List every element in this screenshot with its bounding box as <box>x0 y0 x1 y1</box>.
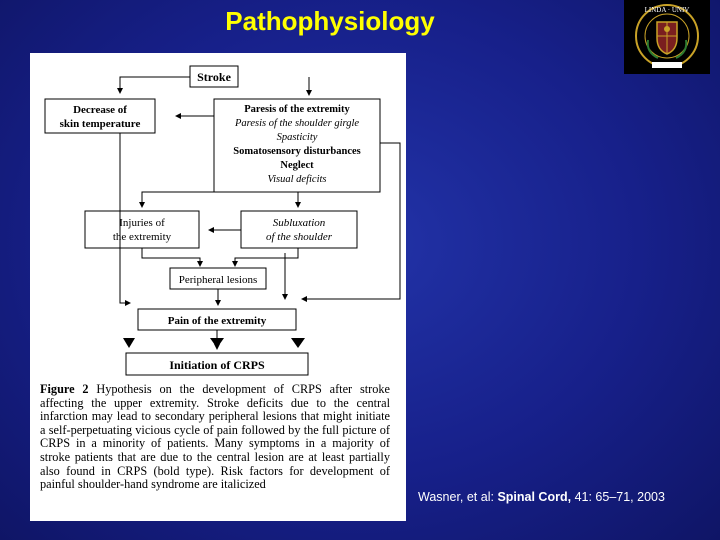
connector <box>139 191 214 208</box>
connector <box>301 133 401 302</box>
skin-label-line: skin temperature <box>60 118 141 130</box>
paresis-line: Somatosensory disturbances <box>233 146 360 157</box>
skin-label-line: Decrease of <box>73 104 127 116</box>
citation-ref: 41: 65–71, 2003 <box>574 490 665 504</box>
skin-temperature-box <box>44 98 156 134</box>
stroke-label: Stroke <box>197 70 231 84</box>
slide-title: Pathophysiology <box>225 6 435 36</box>
connector <box>117 76 190 94</box>
paresis-line: Neglect <box>280 160 314 171</box>
crps-arrowhead <box>291 338 305 348</box>
subluxation-label-line: of the shoulder <box>266 231 333 243</box>
figure-caption: Figure 2 Hypothesis on the development o… <box>40 382 390 492</box>
connector <box>232 248 299 267</box>
pain-label: Pain of the extremity <box>168 315 267 327</box>
university-seal-logo: LINDA · UNIV <box>624 0 710 74</box>
peripheral-label: Peripheral lesions <box>179 274 258 286</box>
crps-box <box>125 352 309 376</box>
crps-arrowhead <box>210 338 224 348</box>
injuries-label-line: the extremity <box>113 231 172 243</box>
paresis-line: Visual deficits <box>267 174 326 185</box>
paresis-line: Spasticity <box>277 132 318 143</box>
figure-label: Figure 2 <box>40 382 89 396</box>
injuries-label-line: Injuries of <box>119 217 165 229</box>
paresis-line: Paresis of the extremity <box>244 104 350 115</box>
connector <box>141 248 203 267</box>
paresis-line: Paresis of the shoulder girgle <box>234 118 359 129</box>
connector <box>119 133 131 306</box>
citation-journal: Spinal Cord, <box>497 490 572 504</box>
subluxation-label-line: Subluxation <box>273 217 326 229</box>
crps-label: Initiation of CRPS <box>169 358 265 372</box>
crps-arrowhead <box>123 338 135 348</box>
citation-authors: Wasner, et al: <box>418 490 494 504</box>
pathophysiology-figure: Stroke Decrease of skin temperature Pare… <box>30 53 406 521</box>
paresis-box <box>213 98 381 193</box>
caption-text: Hypothesis on the development of CRPS af… <box>40 382 390 492</box>
citation: Wasner, et al: Spinal Cord, 41: 65–71, 2… <box>418 490 665 504</box>
svg-text:LINDA · UNIV: LINDA · UNIV <box>645 6 690 14</box>
